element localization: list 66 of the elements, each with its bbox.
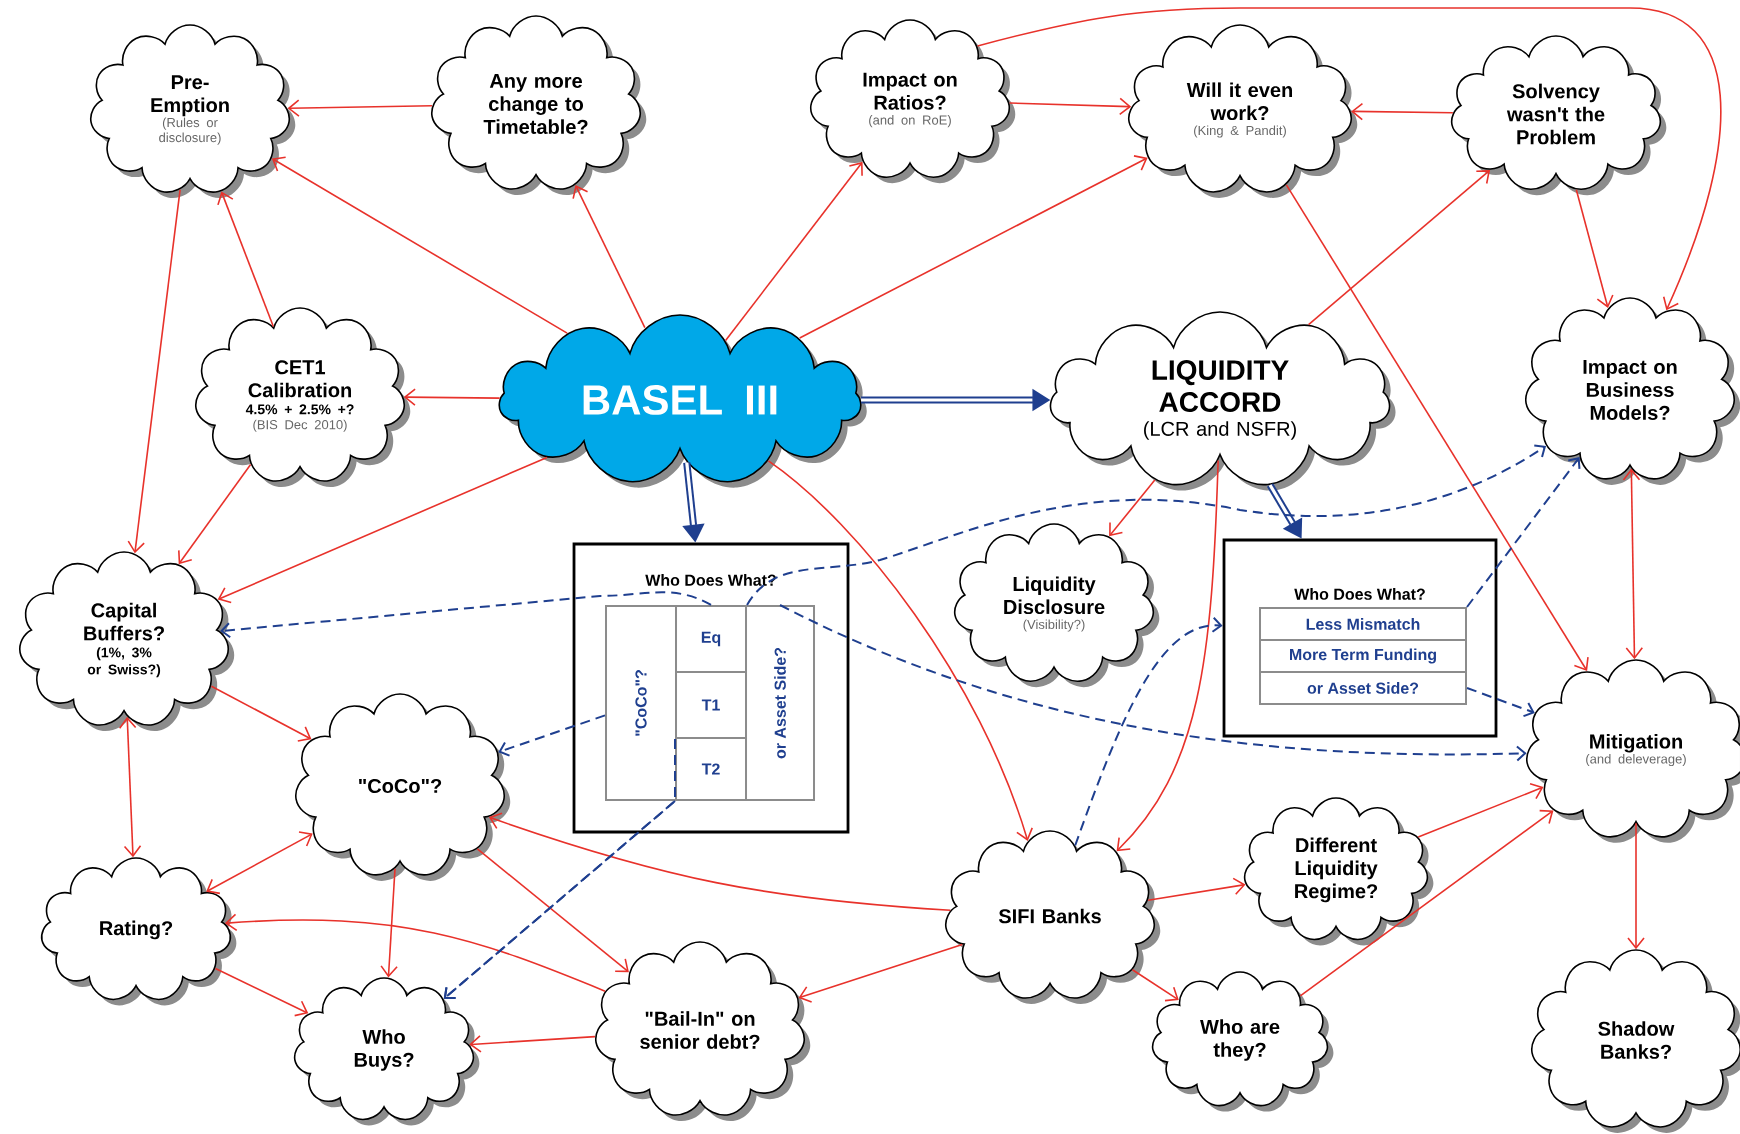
double-headed-arrow xyxy=(118,716,142,858)
node-label: "Bail-In" on senior debt? xyxy=(640,1011,760,1049)
arrow xyxy=(572,185,646,329)
table-cell: Less Mismatch xyxy=(1259,607,1467,641)
cloud-bubble: Who Buys? xyxy=(293,977,480,1126)
cloud-bubble: BASEL III xyxy=(498,314,867,488)
dashed-arrow xyxy=(220,591,712,639)
arrow xyxy=(469,1035,596,1053)
dashed-arrow xyxy=(498,714,606,757)
cloud-bubble: "CoCo"? xyxy=(295,693,511,881)
arrow xyxy=(1299,809,1554,997)
arrow xyxy=(767,460,1034,841)
table-cell: "CoCo"? xyxy=(605,605,677,801)
dashed-arrow xyxy=(746,444,1547,606)
cloud-bubble: Impact on Business Models? xyxy=(1525,297,1740,485)
arrow xyxy=(476,848,629,973)
table-cell: or Asset Side? xyxy=(1259,671,1467,705)
cloud-bubble: Shadow Banks? xyxy=(1531,949,1740,1133)
arrow xyxy=(1575,188,1614,308)
arrow xyxy=(214,967,309,1017)
arrow xyxy=(178,463,252,565)
dashed-arrow xyxy=(1466,457,1581,608)
cloud-bubble: Solvency wasn't the Problem xyxy=(1450,35,1667,196)
arrow xyxy=(1307,170,1491,326)
arrow xyxy=(380,867,398,978)
arrow xyxy=(224,913,606,992)
arrow xyxy=(798,155,1148,339)
arrow xyxy=(1417,782,1544,838)
double-headed-arrow xyxy=(206,831,313,895)
table-cell: or Asset Side? xyxy=(745,605,815,801)
table-cell: Eq xyxy=(675,605,747,673)
dashed-arrow xyxy=(443,738,676,999)
cloud-bubble: SIFI Banks xyxy=(944,830,1161,1004)
arrow xyxy=(1008,97,1132,116)
cloud-bubble: Any more change to Timetable? xyxy=(431,15,647,195)
dashed-arrow xyxy=(1466,687,1535,718)
arrow xyxy=(798,943,964,1003)
arrow xyxy=(1285,184,1589,671)
node-label: Mitigation xyxy=(1590,733,1682,753)
arrow xyxy=(403,388,501,406)
dashed-arrow xyxy=(1074,616,1223,847)
cloud-bubble: LIQUIDITY ACCORD (LCR and NSFR) xyxy=(1049,311,1396,491)
arrow xyxy=(1109,479,1156,537)
arrow xyxy=(217,456,548,604)
arrow xyxy=(1351,102,1454,121)
node-label: Who Buys? xyxy=(354,1029,414,1071)
arrow xyxy=(1116,459,1219,852)
cloud-bubble: Rating? xyxy=(40,857,237,1006)
table-cell: T1 xyxy=(675,671,747,739)
cloud-bubble: Who are they? xyxy=(1151,971,1334,1112)
arrow xyxy=(271,156,568,334)
arrow xyxy=(976,7,1722,311)
dashed-arrow xyxy=(443,800,676,999)
cloud-bubble: "Bail-In" on senior debt? xyxy=(595,941,811,1121)
arrow xyxy=(287,99,433,117)
arrow xyxy=(1147,877,1246,901)
arrow xyxy=(488,812,952,911)
arrow xyxy=(210,685,312,742)
table-cell: More Term Funding xyxy=(1259,639,1467,673)
dashed-arrow xyxy=(779,604,1527,762)
double-headed-arrow xyxy=(1622,468,1644,660)
arrow xyxy=(724,161,863,342)
cloud-bubble: Different Liquidity Regime? xyxy=(1243,797,1434,946)
arrow xyxy=(127,188,181,554)
table-cell: T2 xyxy=(675,737,747,801)
arrow xyxy=(1131,969,1179,1002)
